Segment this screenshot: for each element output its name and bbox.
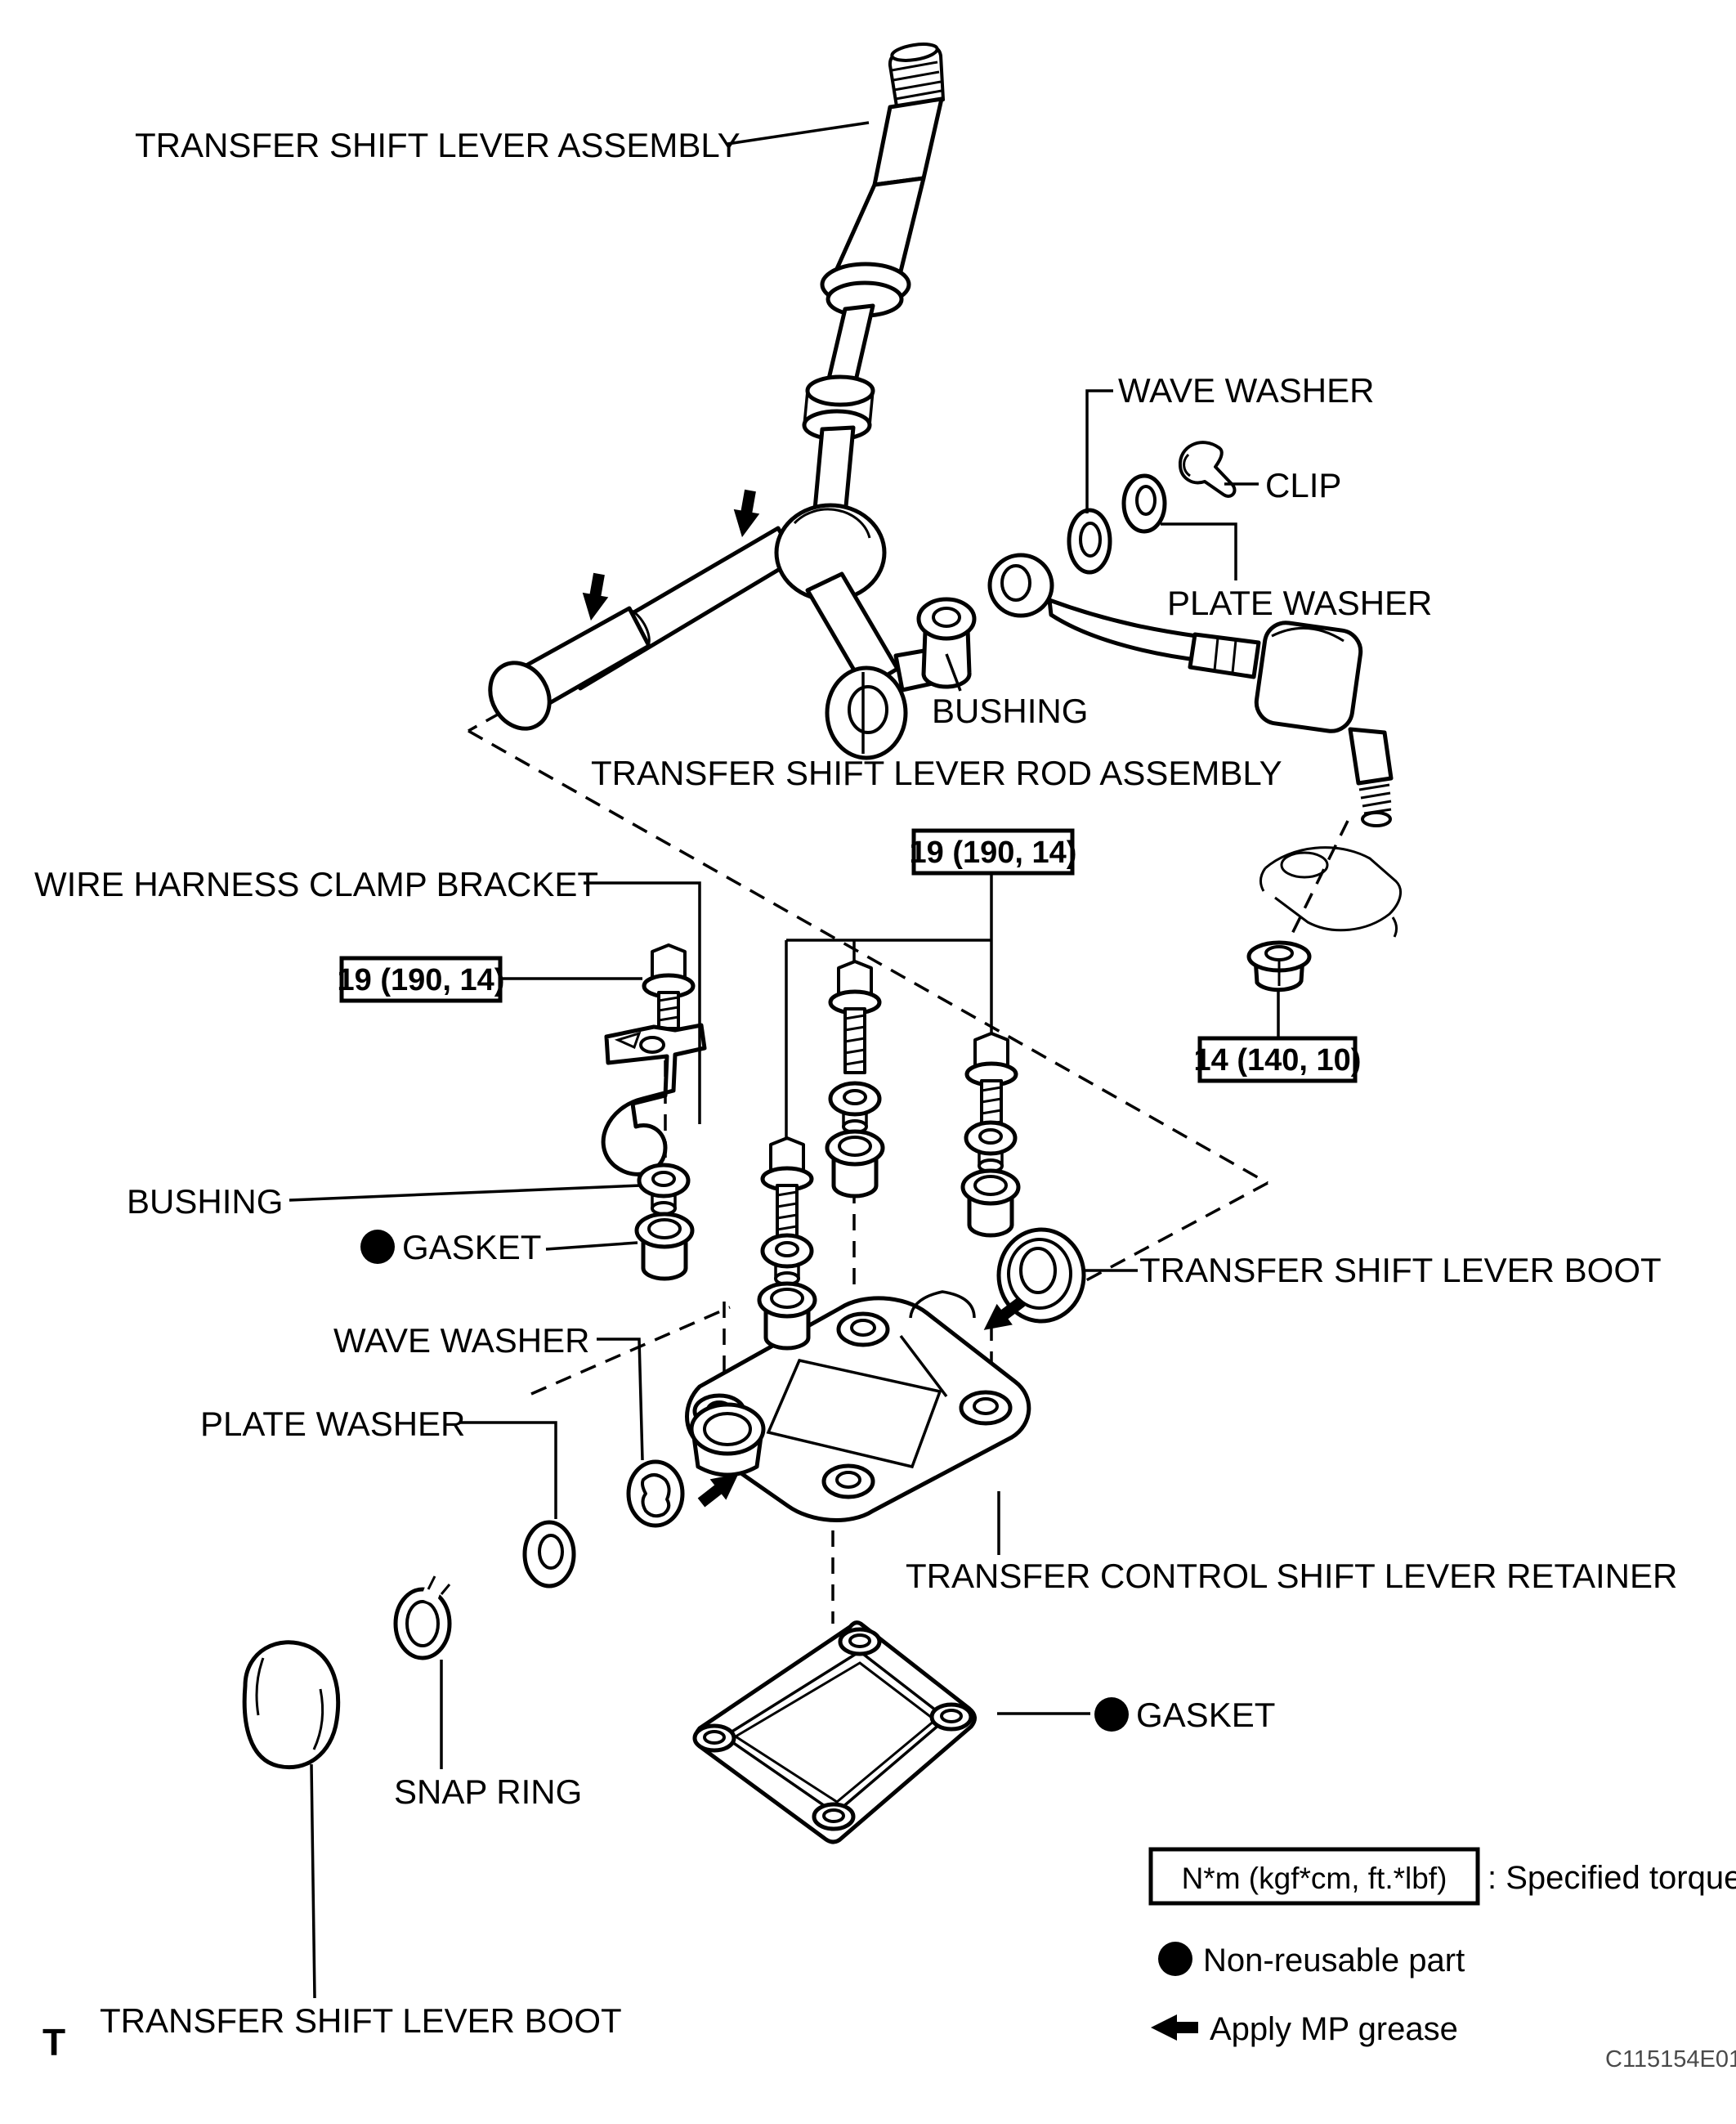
label-lever-boot-bottom: TRANSFER SHIFT LEVER BOOT [100,2001,622,2040]
legend-torque-unit: N*m (kgf*cm, ft.*lbf) [1182,1862,1447,1895]
wave-washer-top-drawing [1067,508,1112,575]
label-lever-boot-right: TRANSFER SHIFT LEVER BOOT [1139,1251,1662,1289]
grease-arrow-icon [582,572,609,621]
legend-apply-grease: Apply MP grease [1210,2011,1458,2047]
non-reusable-dot-icon [1094,1697,1129,1732]
flanged-gasket-drawing [634,1212,695,1281]
label-snap-ring: SNAP RING [394,1772,582,1811]
dome-washer-drawing [637,1163,691,1216]
label-plate-washer-top: PLATE WASHER [1167,584,1432,622]
phantom-shift-arm-drawing [1259,846,1403,938]
figure-code: C115154E01 [1605,2046,1736,2072]
page-marker: T [43,2021,65,2064]
label-wave-washer-left: WAVE WASHER [333,1321,589,1360]
label-wire-harness-clamp-bracket: WIRE HARNESS CLAMP BRACKET [34,865,598,903]
label-wave-washer-top: WAVE WASHER [1118,371,1374,410]
grease-arrow-icon [733,489,760,538]
grease-arrow-icon [1151,2014,1198,2041]
torque-value: 14 (140, 10) [1194,1043,1362,1078]
label-clip: CLIP [1265,466,1341,504]
label-retainer: TRANSFER CONTROL SHIFT LEVER RETAINER [906,1557,1677,1595]
rod-end-nut-drawing [1246,940,1312,993]
lever-boot-right-drawing [996,1227,1086,1324]
plate-washer-top-drawing [1121,473,1167,534]
shift-lever-drawing [774,43,946,760]
leader-lines [289,121,1280,1999]
flanged-bushing-drawing [960,1168,1021,1238]
label-gasket-left: GASKET [402,1228,541,1266]
retainer-housing-drawing [685,1290,1031,1522]
torque-box-bracket-bolt: 19 (190, 14) [338,956,505,1003]
retainer-bolt-drawing [828,960,882,1074]
dome-washer-drawing [760,1233,814,1286]
torque-value: 19 (190, 14) [910,836,1077,870]
torque-box-retainer-bolts: 19 (190, 14) [910,828,1077,876]
bracket-bolt-drawing [642,943,696,1030]
label-lever-assembly: TRANSFER SHIFT LEVER ASSEMBLY [135,126,740,164]
legend-torque-description: : Specified torque [1488,1860,1736,1896]
shift-lever-rod-drawing [488,526,799,731]
label-bushing-top: BUSHING [932,692,1088,730]
legend: N*m (kgf*cm, ft.*lbf) : Specified torque… [1148,1847,1736,2047]
wire-harness-bracket-drawing [601,1023,707,1176]
non-reusable-dot-icon [1158,1942,1192,1976]
label-bushing-left: BUSHING [127,1182,283,1221]
bushing-top-drawing [916,597,977,689]
torque-box-rod-end-nut: 14 (140, 10) [1194,1036,1362,1083]
flanged-bushing-drawing [825,1129,885,1199]
torque-value: 19 (190, 14) [338,963,505,997]
torque-unit-box [1148,1847,1480,1906]
square-gasket-drawing [692,1620,977,1844]
wave-washer-left-drawing [626,1459,685,1528]
lever-boot-bottom-drawing [242,1640,341,1769]
label-plate-washer-left: PLATE WASHER [200,1405,465,1443]
label-rod-assembly: TRANSFER SHIFT LEVER ROD ASSEMBLY [591,754,1282,792]
clip-drawing [1178,441,1237,498]
dome-washer-drawing [828,1081,882,1134]
flanged-bushing-drawing [757,1281,817,1351]
plate-washer-left-drawing [522,1520,576,1589]
grease-arrow-icon [697,1473,739,1508]
retainer-bolt-drawing [760,1136,814,1251]
legend-non-reusable: Non-reusable part [1203,1943,1465,1978]
label-gasket-bottom: GASKET [1136,1696,1275,1734]
rod-assembly-drawing [987,553,1394,827]
snap-ring-drawing [393,1575,452,1660]
non-reusable-dot-icon [360,1230,395,1264]
grease-arrow-icon [983,1297,1026,1330]
dome-washer-drawing [964,1120,1018,1173]
